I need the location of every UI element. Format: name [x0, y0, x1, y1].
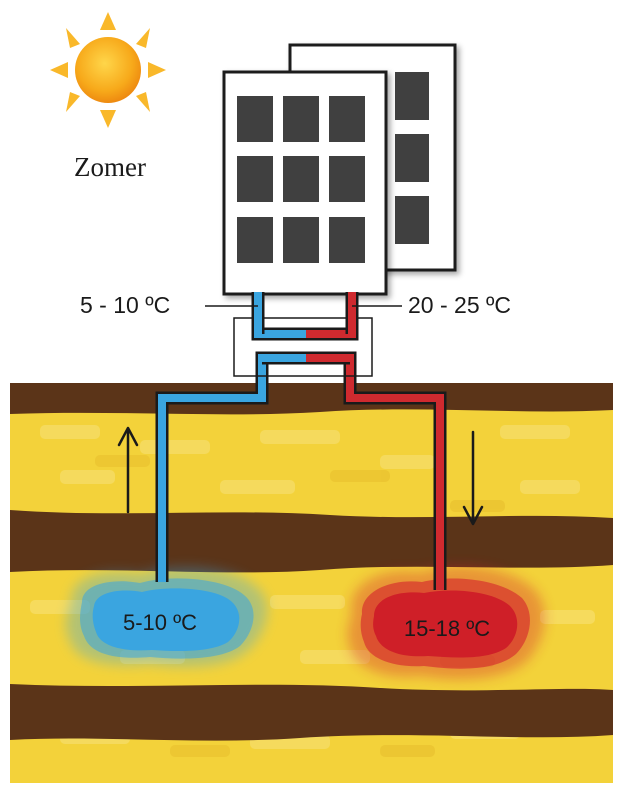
up-arrow-icon — [117, 426, 139, 514]
building-windows — [237, 96, 365, 263]
underground: 5-10 ºC 15-18 ºC — [10, 383, 613, 783]
warm-reservoir-temp: 15-18 ºC — [404, 616, 490, 641]
down-arrow-icon — [462, 430, 484, 526]
building-front — [222, 70, 388, 296]
warm-reservoir: 15-18 ºC — [347, 566, 545, 680]
cold-reservoir: 5-10 ºC — [66, 567, 268, 667]
season-label: Zomer — [74, 152, 146, 182]
outlet-temp-label: 20 - 25 ºC — [408, 292, 511, 318]
sun-icon — [50, 12, 166, 128]
inlet-temp-label: 5 - 10 ºC — [80, 292, 170, 318]
clay-band-middle — [10, 510, 613, 573]
heat-exchanger — [233, 317, 373, 377]
clay-band-top — [10, 383, 613, 415]
cold-reservoir-temp: 5-10 ºC — [123, 610, 197, 635]
clay-band-lower — [10, 684, 613, 741]
